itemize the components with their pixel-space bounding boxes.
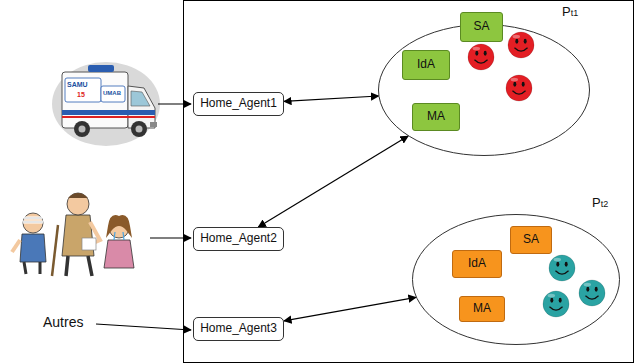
agent-box: IdA xyxy=(402,50,450,80)
agent-label: MA xyxy=(427,110,445,123)
agent-box: IdA xyxy=(452,250,502,278)
agent-box: MA xyxy=(412,103,460,131)
vehicle-marking: 15 xyxy=(77,91,85,98)
vehicle-marking: SAMU xyxy=(67,81,88,88)
agent-name: Home_Agent2 xyxy=(200,232,277,245)
input-arrow xyxy=(150,237,191,238)
agent-label: SA xyxy=(523,233,539,246)
ellipse-outline xyxy=(379,25,590,156)
agent-label: SA xyxy=(473,20,489,33)
platform-ellipse: Pt2IdASAMA xyxy=(412,214,620,345)
ellipse-outline xyxy=(378,24,590,156)
home-agent-box: Home_Agent2 xyxy=(193,227,284,251)
home-agent-box: Home_Agent3 xyxy=(193,317,284,341)
bidirectional-link xyxy=(284,96,378,101)
bidirectional-link xyxy=(258,136,408,227)
agent-box: SA xyxy=(460,12,503,42)
platform-label: Pt2 xyxy=(592,195,608,210)
ellipse-outline xyxy=(413,215,620,345)
agent-label: MA xyxy=(473,302,491,315)
agent-name: Home_Agent3 xyxy=(200,322,277,335)
agent-label: IdA xyxy=(468,257,486,270)
vehicle-marking: UMAB xyxy=(103,90,121,96)
ambulance-picture xyxy=(52,62,160,146)
platform-label: Pt1 xyxy=(562,4,578,19)
platform-ellipse: Pt1IdASAMA xyxy=(378,24,590,156)
agent-label: IdA xyxy=(417,58,435,71)
agent-box: SA xyxy=(510,226,552,254)
input-arrow xyxy=(158,103,191,104)
bidirectional-link xyxy=(284,297,416,321)
patients-picture xyxy=(12,193,134,276)
agent-name: Home_Agent1 xyxy=(200,97,277,110)
system-frame xyxy=(184,1,634,363)
agent-box: MA xyxy=(459,296,505,322)
source-label: Autres xyxy=(43,315,83,329)
home-agent-box: Home_Agent1 xyxy=(193,92,284,116)
input-arrow xyxy=(96,324,191,330)
